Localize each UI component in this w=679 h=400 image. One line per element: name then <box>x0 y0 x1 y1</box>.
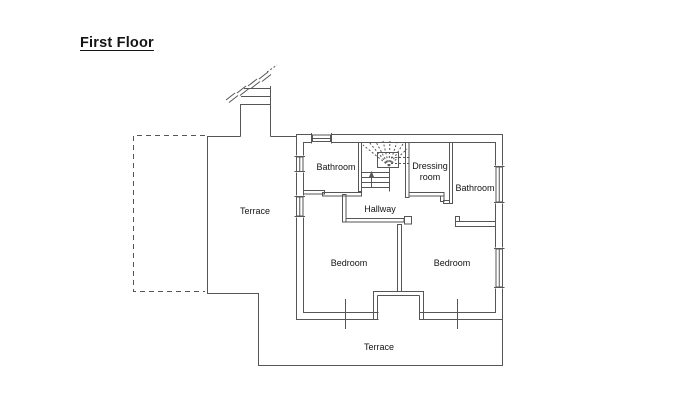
hallway-door-jamb <box>404 216 412 225</box>
terrace-outline <box>207 136 503 366</box>
external-staircase <box>225 64 278 137</box>
window-top <box>311 133 332 144</box>
window-left-lower <box>294 195 305 218</box>
winder-dashed-treads <box>362 140 411 167</box>
window-left-upper <box>294 155 305 173</box>
page-title: First Floor <box>80 35 154 51</box>
room-label-terrace-left: Terrace <box>240 206 270 216</box>
terrace-door-recess <box>373 291 424 322</box>
room-label-bedroom-right: Bedroom <box>434 258 471 268</box>
room-label-bedroom-left: Bedroom <box>331 258 368 268</box>
room-label-bathroom-left: Bathroom <box>316 162 355 172</box>
room-label-dressing-line1: Dressing <box>412 161 448 171</box>
window-right-upper <box>494 165 505 204</box>
staircase-winder <box>362 140 411 192</box>
overhang-dashed-outline <box>133 135 205 292</box>
room-label-hallway: Hallway <box>364 204 396 214</box>
room-label-dressing-line2: room <box>420 172 441 182</box>
stair-break-line-icon <box>225 64 278 103</box>
room-label-terrace-bottom: Terrace <box>364 342 394 352</box>
stair-direction-arrow-icon <box>368 171 375 188</box>
room-label-bathroom-right: Bathroom <box>455 183 494 193</box>
window-right-lower <box>494 247 505 289</box>
